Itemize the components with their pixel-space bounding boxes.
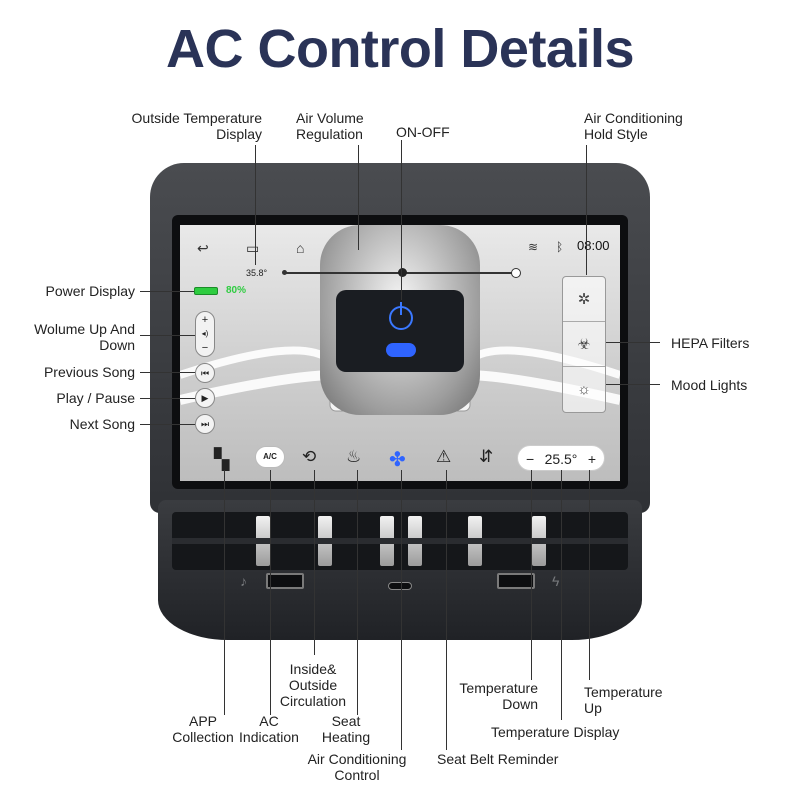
music-icon: ♪ — [240, 573, 247, 589]
window-icon[interactable]: ▭ — [246, 240, 260, 256]
usb-c-port — [388, 582, 412, 590]
wifi-icon: ≋ — [528, 240, 539, 254]
label-play-pause: Play / Pause — [56, 390, 135, 406]
volume-control[interactable]: + ◂) − — [195, 311, 215, 357]
speaker-icon: ◂) — [201, 329, 209, 338]
air-volume-max-dot — [511, 268, 521, 278]
vent-divider — [172, 538, 628, 544]
seat-belt-icon: ⚠ — [436, 447, 452, 466]
label-seat-belt-reminder: Seat Belt Reminder — [437, 751, 559, 767]
label-mood-lights: Mood Lights — [671, 377, 748, 393]
ac-mode-indicator[interactable] — [386, 343, 416, 357]
page-title: AC Control Details — [165, 19, 635, 79]
temperature-display: 25.5° — [544, 451, 578, 467]
previous-song-button[interactable]: ⏮ — [195, 363, 215, 383]
battery-percent: 80% — [226, 285, 247, 296]
volume-down-button[interactable]: − — [201, 342, 209, 354]
bluetooth-icon: ᛒ — [556, 240, 564, 254]
outside-temperature: 35.8° — [246, 268, 268, 278]
power-icon — [400, 302, 402, 315]
ac-indication-button[interactable]: A/C — [255, 446, 285, 468]
temperature-control: − 25.5° + — [517, 445, 605, 471]
next-song-button[interactable]: ⏭ — [195, 414, 215, 434]
battery-icon — [194, 287, 218, 295]
temperature-up-button[interactable]: + — [587, 451, 596, 467]
air-volume-handle[interactable] — [398, 268, 407, 277]
label-hepa-filters: HEPA Filters — [671, 335, 750, 351]
air-volume-min-dot — [282, 270, 287, 275]
label-next-song: Next Song — [69, 416, 135, 432]
app-grid-icon[interactable]: ▚ — [214, 449, 230, 471]
hepa-filter-button[interactable]: ☣ — [563, 322, 605, 367]
label-previous-song: Previous Song — [43, 364, 135, 380]
usb-port-right — [497, 573, 535, 589]
home-icon[interactable]: ⌂ — [296, 240, 305, 256]
light-bulb-icon: ☼ — [577, 381, 591, 398]
back-icon[interactable]: ↩ — [197, 240, 209, 256]
mood-lights-button[interactable]: ☼ — [563, 367, 605, 412]
label-power-display: Power Display — [45, 283, 135, 299]
seat-heating-icon[interactable]: ♨ — [346, 447, 362, 466]
fan-lock-icon: ✲ — [577, 291, 591, 308]
circulation-icon[interactable]: ⟲ — [302, 447, 317, 466]
label-on-off: ON-OFF — [396, 124, 450, 140]
clock: 08:00 — [577, 238, 610, 253]
charge-icon: ϟ — [552, 573, 560, 589]
play-pause-button[interactable]: ▶ — [195, 388, 215, 408]
ac-hold-style-button[interactable]: ✲ — [563, 277, 605, 322]
biohazard-icon: ☣ — [577, 336, 591, 353]
label-temperature-display: Temperature Display — [491, 724, 620, 740]
usb-port-left — [266, 573, 304, 589]
seat-vent-icon[interactable]: ⇵ — [479, 447, 494, 466]
temperature-down-button[interactable]: − — [526, 451, 535, 467]
right-function-panel: ✲ ☣ ☼ — [562, 276, 606, 413]
fan-icon[interactable]: ✤ — [389, 449, 406, 471]
volume-up-button[interactable]: + — [201, 314, 209, 326]
